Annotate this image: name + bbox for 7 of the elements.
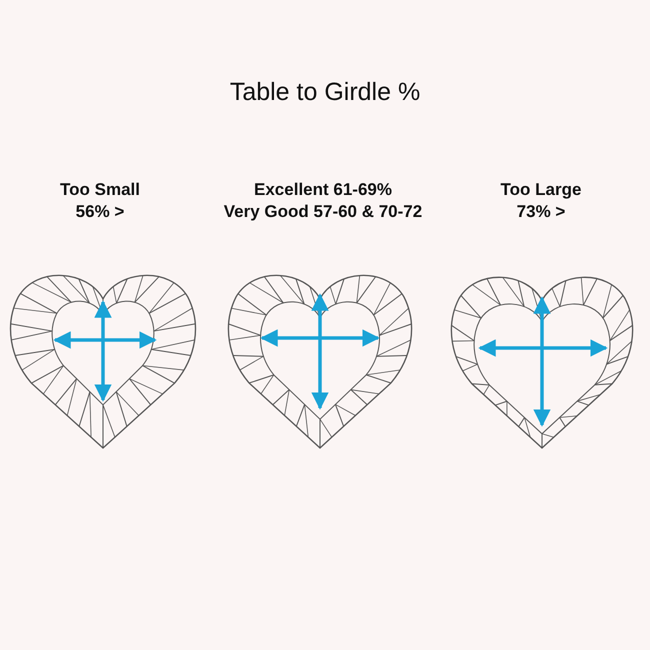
category-label: Excellent 61-69% bbox=[254, 180, 392, 200]
title: Table to Girdle % bbox=[228, 78, 422, 107]
percentage-range: Very Good 57-60 & 70-72 bbox=[224, 202, 422, 222]
percentage-range: 73% > bbox=[516, 202, 566, 222]
percentage-range: 56% > bbox=[76, 202, 124, 222]
category-label: Too Large bbox=[500, 180, 582, 200]
category-label: Too Small bbox=[60, 180, 140, 200]
